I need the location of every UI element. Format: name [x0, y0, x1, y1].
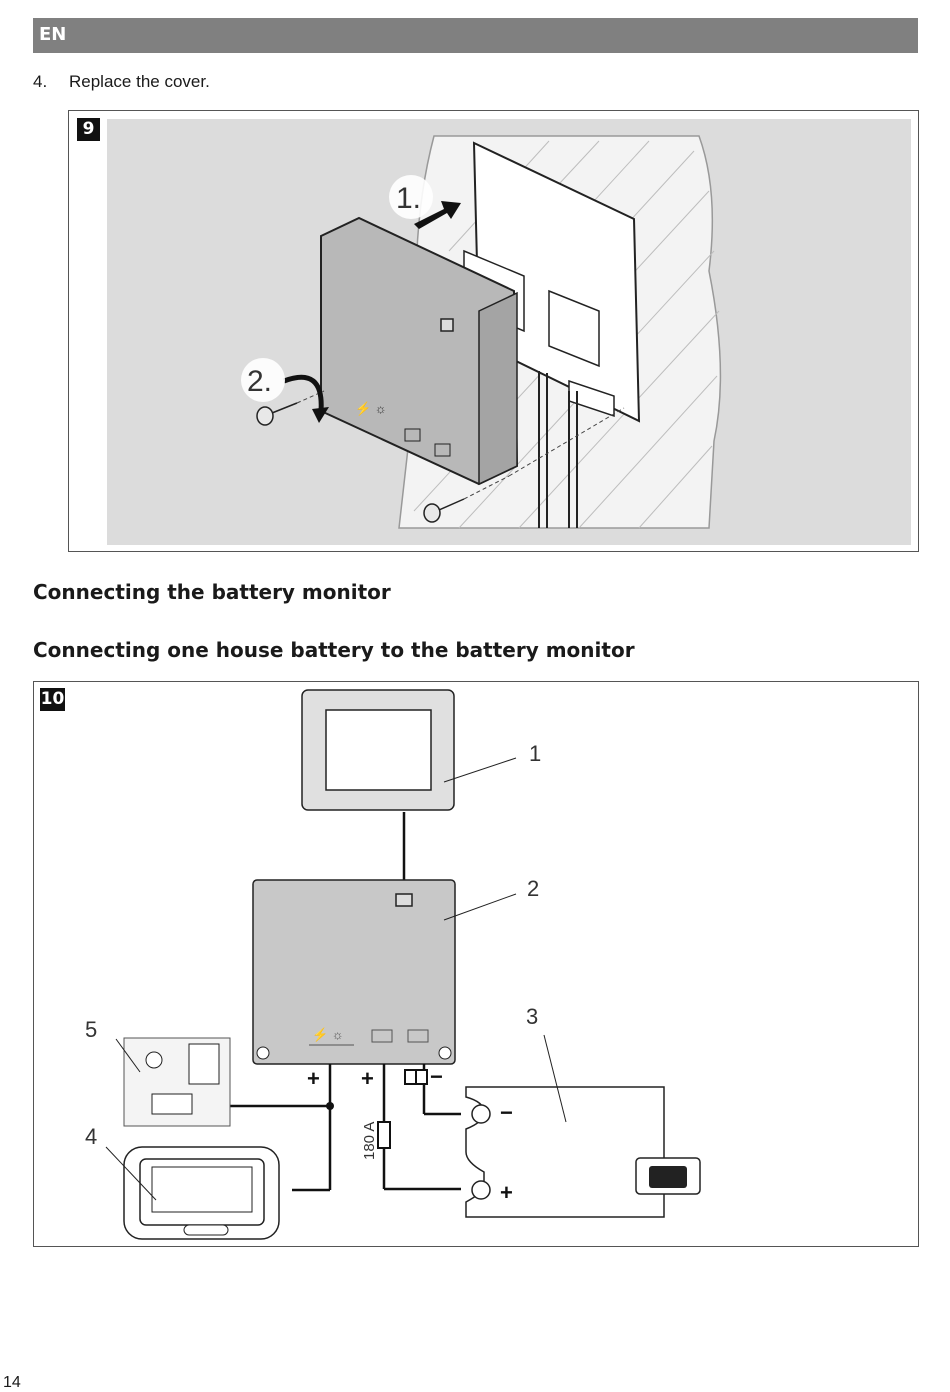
language-code: EN [39, 24, 67, 45]
minus-sign-monitor: − [430, 1064, 443, 1089]
battery-minus-sign: − [500, 1100, 513, 1125]
figure-10: ⚡ ☼ [33, 681, 919, 1247]
callout-1: 1 [529, 741, 541, 766]
electrical-consumers [123, 1037, 231, 1127]
fuse-label: 180 A [361, 1122, 378, 1160]
figure-10-wiring-diagram: ⚡ ☼ [85, 689, 701, 1240]
step-text: Replace the cover. [69, 72, 210, 91]
callout-4: 4 [85, 1124, 97, 1149]
callout-5: 5 [85, 1017, 97, 1042]
section-heading: Connecting the battery monitor [33, 580, 391, 604]
subsection-heading: Connecting one house battery to the batt… [33, 638, 635, 662]
page-number: 14 [3, 1374, 21, 1391]
callout-3: 3 [526, 1004, 538, 1029]
figure-9-callout-1: 1. [396, 182, 421, 215]
figure-badge: 10 [40, 688, 65, 711]
remote-display [123, 1146, 280, 1240]
svg-text:⚡ ☼: ⚡ ☼ [355, 401, 387, 417]
battery-plus-sign: + [500, 1180, 513, 1205]
figure-9-illustration: ⚡ ☼ 1. 2. [107, 119, 911, 545]
battery-monitor-unit: ⚡ ☼ [252, 879, 456, 1065]
figure-9-callout-2: 2. [247, 365, 272, 398]
figure-9: ⚡ ☼ 1. 2. 9 [68, 110, 919, 552]
step-item: 4. Replace the cover. [33, 72, 210, 92]
control-panel-display [301, 689, 455, 811]
svg-text:⚡ ☼: ⚡ ☼ [312, 1027, 344, 1043]
house-battery [465, 1086, 701, 1218]
plus-sign-loads: + [307, 1066, 320, 1091]
step-number: 4. [33, 72, 48, 91]
figure-badge: 9 [77, 118, 100, 141]
language-bar: EN [33, 18, 918, 53]
plus-sign-fuse: + [361, 1066, 374, 1091]
callout-2: 2 [527, 876, 539, 901]
